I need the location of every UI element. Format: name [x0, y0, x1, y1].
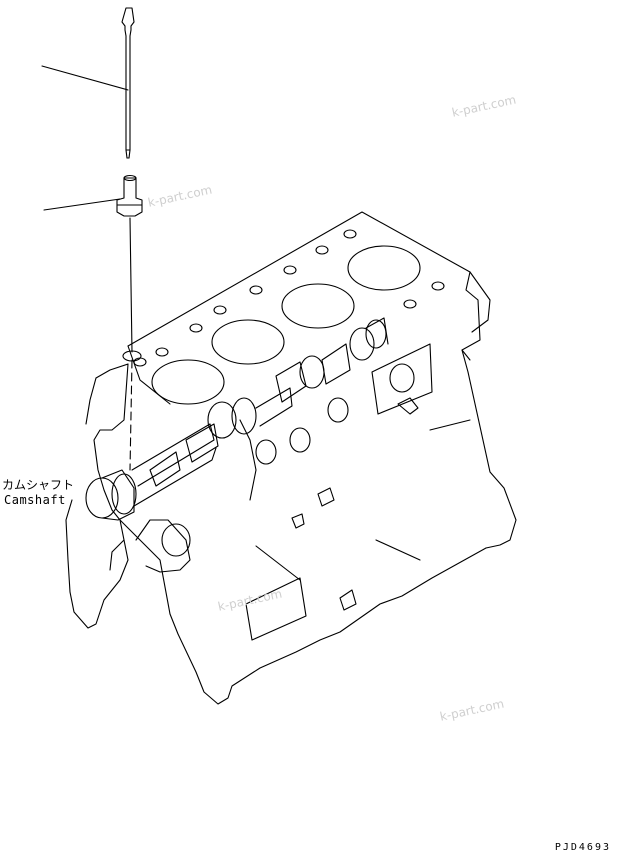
engine-block: [65, 211, 517, 705]
camshaft-label-japanese: カムシャフト: [2, 478, 75, 492]
push-rod: [121, 7, 135, 159]
camshaft: [85, 317, 389, 521]
assembly-axis-dashed: [129, 359, 133, 471]
leader-line-tappet: [43, 198, 121, 211]
leader-line-push-rod: [41, 65, 129, 91]
drawing-code: PJD4693: [554, 842, 611, 853]
tappet: [116, 174, 143, 217]
assembly-axis-line: [129, 217, 133, 353]
camshaft-label-english: Camshaft: [4, 493, 66, 507]
